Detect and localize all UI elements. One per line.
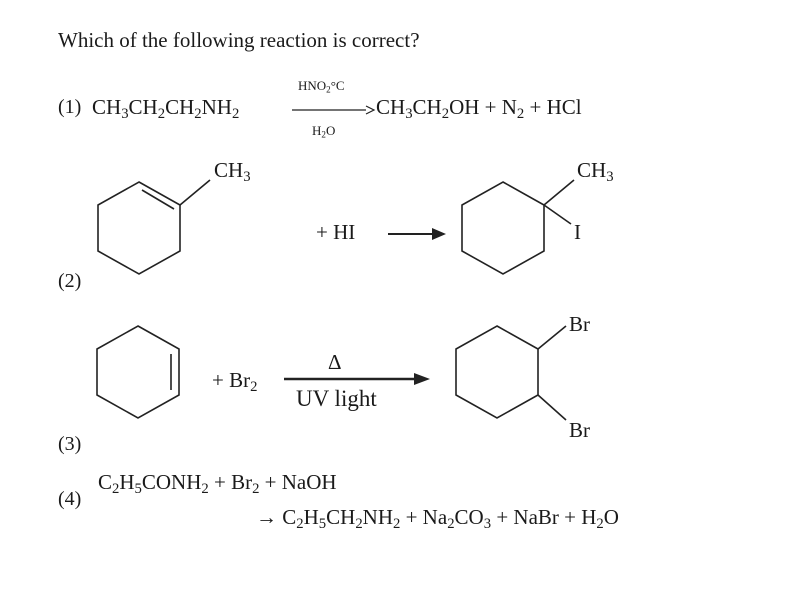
- option-4-line1: C2H5CONH2 + Br2 + NaOH: [98, 470, 337, 498]
- option-1-reaction-arrow: [292, 105, 376, 115]
- option-2-product-iodine: I: [574, 220, 581, 244]
- option-2-reactant-methyl: CH3: [214, 158, 251, 186]
- option-1-reactant: CH3CH2CH2NH2: [92, 95, 240, 123]
- option-2-product-methyl: CH3: [577, 158, 614, 186]
- option-4-label: (4): [58, 488, 82, 510]
- option-1-reagent-bottom: H2O: [312, 123, 336, 140]
- option-3-label: (3): [58, 433, 82, 455]
- methylcyclohexene-structure: [97, 179, 211, 275]
- dibromocyclohexane-structure: [455, 325, 567, 421]
- option-1-product: CH3CH2OH + N2 + HCl: [376, 95, 582, 123]
- option-1-reagent-top: HNO2°C: [298, 78, 345, 95]
- option-3-condition-top: Δ: [328, 350, 342, 374]
- question-text: Which of the following reaction is corre…: [58, 28, 420, 52]
- option-3-reagent: + Br2: [212, 368, 258, 396]
- option-3-product-br-bottom: Br: [569, 418, 590, 442]
- option-1-label: (1): [58, 96, 82, 118]
- cyclohexene-structure: [96, 325, 180, 419]
- iodomethylcyclohexane-structure: [461, 179, 575, 275]
- option-3-condition-bottom: UV light: [296, 386, 377, 411]
- option-2-label: (2): [58, 270, 82, 292]
- option-4-line2: → C2H5CH2NH2 + Na2CO3 + NaBr + H2O: [256, 505, 619, 533]
- option-2-reagent: + HI: [316, 220, 356, 244]
- option-2-reaction-arrow: [388, 228, 446, 240]
- option-3-product-br-top: Br: [569, 312, 590, 336]
- option-3-reaction-arrow: [284, 373, 430, 385]
